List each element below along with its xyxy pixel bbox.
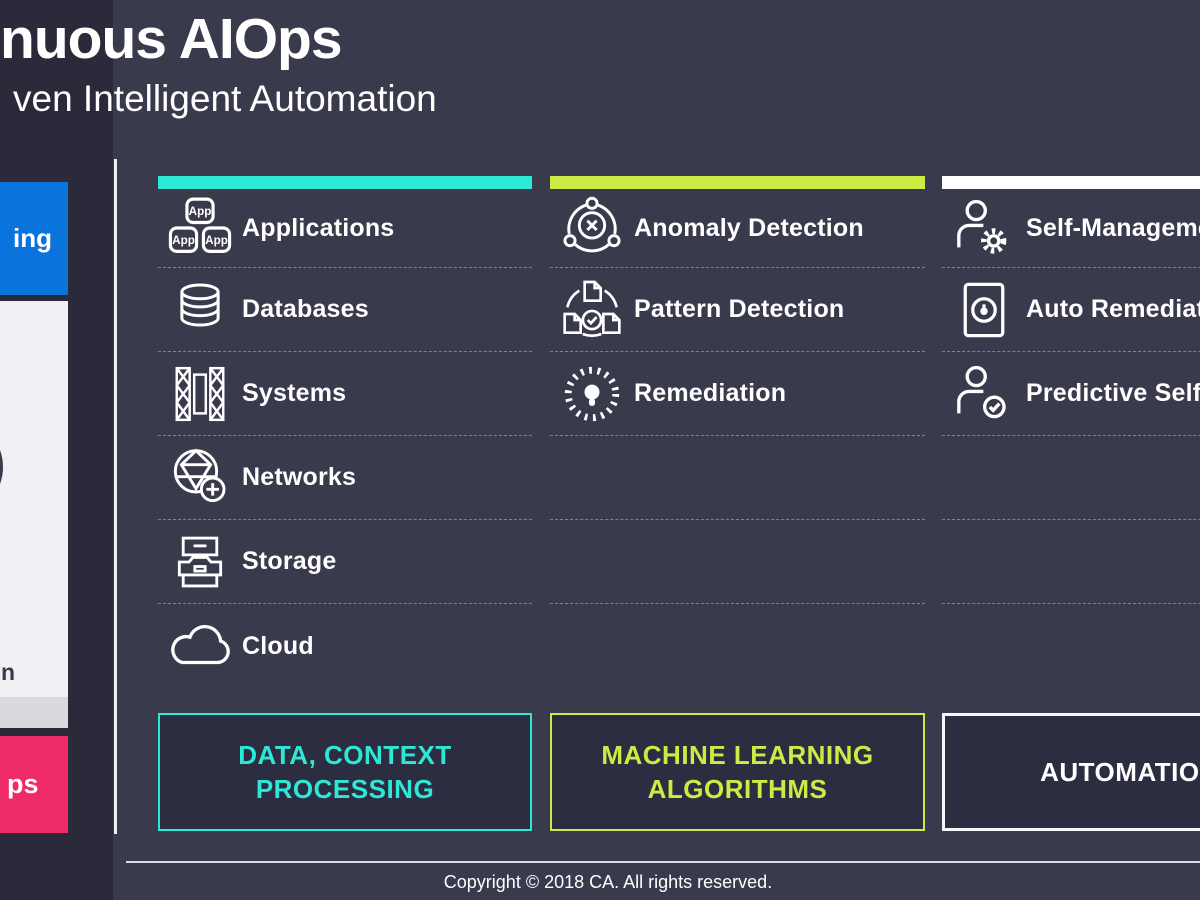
column-accent-bar bbox=[942, 176, 1200, 189]
item-list: Self-Management Auto Remediation bbox=[942, 189, 1200, 688]
column-accent-bar bbox=[550, 176, 925, 189]
footer-box-line: DATA, CONTEXT bbox=[238, 740, 452, 770]
blue-card-label: ing bbox=[13, 223, 52, 253]
item-label: Anomaly Detection bbox=[634, 213, 864, 242]
left-panel: ing n ps bbox=[0, 0, 113, 900]
item-label: Storage bbox=[242, 547, 337, 575]
anomaly-detection-icon bbox=[550, 196, 634, 260]
remediation-icon bbox=[550, 364, 634, 424]
storage-icon bbox=[158, 531, 242, 593]
page-subtitle: ven Intelligent Automation bbox=[13, 78, 437, 119]
pattern-detection-icon bbox=[550, 278, 634, 342]
vertical-divider bbox=[114, 159, 117, 834]
white-card-footer-strip bbox=[0, 697, 68, 728]
copyright-text: Copyright © 2018 CA. All rights reserved… bbox=[443, 872, 773, 892]
item-label: Self-Management bbox=[1026, 213, 1200, 242]
white-card-label: n bbox=[1, 659, 16, 685]
list-item: Cloud bbox=[158, 604, 532, 688]
footer-box-data-context-processing: DATA, CONTEXT PROCESSING bbox=[158, 713, 532, 831]
column-automation: Self-Management Auto Remediation bbox=[942, 176, 1200, 831]
item-label: Predictive Self- bbox=[1026, 379, 1200, 407]
item-label: Remediation bbox=[634, 379, 787, 407]
column-machine-learning: Anomaly Detection Pattern Detection bbox=[550, 176, 925, 831]
footer-box-line: ALGORITHMS bbox=[647, 774, 828, 804]
page-title: nuous AIOps bbox=[0, 7, 343, 71]
item-list: Anomaly Detection Pattern Detection bbox=[550, 189, 925, 688]
cloud-icon bbox=[158, 613, 242, 679]
footer-box-machine-learning: MACHINE LEARNING ALGORITHMS bbox=[550, 713, 925, 831]
list-item: Remediation bbox=[550, 352, 925, 436]
item-label: Pattern Detection bbox=[634, 295, 845, 323]
svg-text:App: App bbox=[172, 234, 195, 247]
list-item: Storage bbox=[158, 520, 532, 604]
footer-box-line: MACHINE LEARNING bbox=[601, 740, 874, 770]
systems-icon bbox=[158, 363, 242, 425]
list-item: Systems bbox=[158, 352, 532, 436]
svg-text:App: App bbox=[205, 234, 228, 247]
list-item-empty bbox=[550, 436, 925, 520]
list-item-empty bbox=[942, 520, 1200, 604]
item-label: Systems bbox=[242, 379, 347, 407]
footer-box-line: AUTOMATION bbox=[1040, 757, 1200, 787]
list-item: Predictive Self- bbox=[942, 352, 1200, 436]
pink-card-label: ps bbox=[7, 769, 39, 799]
databases-icon bbox=[158, 280, 242, 340]
list-item: Databases bbox=[158, 268, 532, 352]
list-item: Pattern Detection bbox=[550, 268, 925, 352]
item-label: Cloud bbox=[242, 631, 314, 660]
white-card: n bbox=[0, 301, 68, 728]
footer-box-line: PROCESSING bbox=[255, 774, 435, 804]
list-item-empty bbox=[550, 604, 925, 688]
pink-card: ps bbox=[0, 736, 68, 833]
auto-remediation-icon bbox=[942, 280, 1026, 340]
item-label: Applications bbox=[242, 213, 395, 242]
svg-text:App: App bbox=[189, 205, 212, 218]
footer-box-automation: AUTOMATION bbox=[942, 713, 1200, 831]
item-label: Networks bbox=[242, 463, 357, 491]
list-item-empty bbox=[942, 436, 1200, 520]
circle-diagram-fragment bbox=[0, 417, 3, 517]
blue-card: ing bbox=[0, 182, 68, 295]
list-item: Anomaly Detection bbox=[550, 189, 925, 268]
list-item-empty bbox=[942, 604, 1200, 688]
item-label: Auto Remediation bbox=[1026, 295, 1200, 323]
list-item: Auto Remediation bbox=[942, 268, 1200, 352]
networks-icon bbox=[158, 446, 242, 510]
list-item: Self-Management bbox=[942, 189, 1200, 268]
predictive-self-icon bbox=[942, 363, 1026, 425]
item-label: Databases bbox=[242, 295, 369, 323]
column-accent-bar bbox=[158, 176, 532, 189]
list-item-empty bbox=[550, 520, 925, 604]
self-management-icon bbox=[942, 197, 1026, 259]
footer-divider bbox=[126, 861, 1200, 863]
list-item: Networks bbox=[158, 436, 532, 520]
